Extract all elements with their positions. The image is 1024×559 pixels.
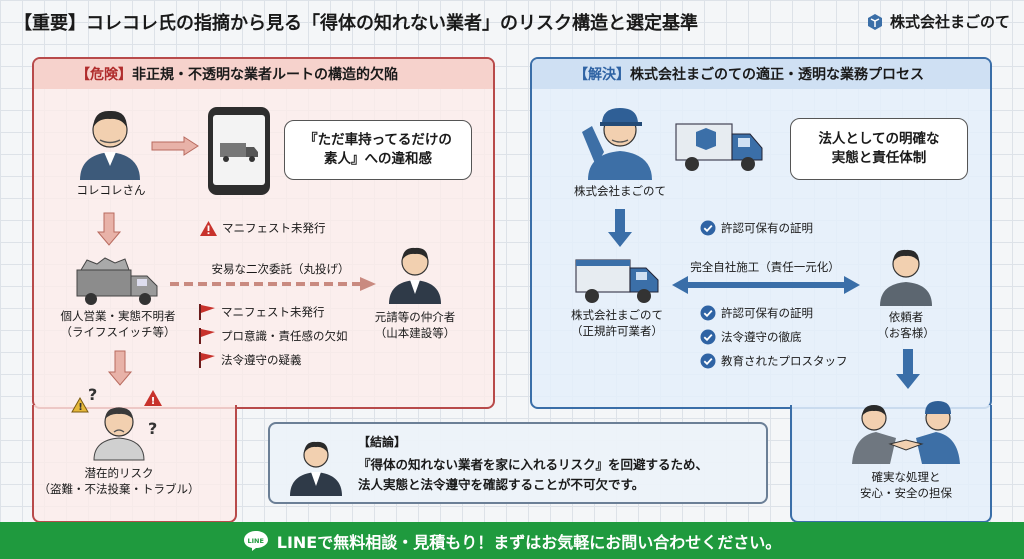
client-label: 依頼者 （お客様） (860, 310, 952, 341)
conclusion-line-1: 『得体の知れない業者を家に入れるリスク』を回避するため、 (358, 457, 709, 472)
company-brand[interactable]: 株式会社まごのて (866, 11, 1010, 32)
junk-truck-icon (76, 257, 158, 305)
badge-check-icon (700, 353, 716, 369)
broker-person-icon (389, 247, 441, 304)
latent-risk-line-2: （盗難・不法投棄・トラブル） (38, 481, 200, 496)
badge-check-icon (700, 305, 716, 321)
svg-text:!: ! (151, 396, 156, 407)
red-flag-icon (199, 304, 215, 320)
solution-panel-heading: 【解決】 株式会社まごのての適正・透明な業務プロセス (532, 59, 990, 89)
advisor-person-icon (290, 441, 342, 496)
result-line-2: 安心・安全の担保 (860, 485, 952, 500)
line-cta-banner[interactable]: LINE LINEで無料相談・見積もり！まずはお気軽にお問い合わせください。 (0, 522, 1024, 559)
flag-item-3-text: 法令遵守の疑義 (221, 352, 302, 367)
licensed-company-label: 株式会社まごのて （正規許可業者） (556, 308, 678, 339)
warning-icon (200, 220, 217, 236)
danger-panel-extension (32, 405, 237, 523)
line-cta-text: LINEで無料相談・見積もり！まずはお気軽にお問い合わせください。 (276, 532, 782, 552)
result-line-1: 確実な処理と (871, 470, 941, 484)
arrow-down-right-1 (608, 209, 632, 247)
solution-tag: 【解決】 (574, 67, 630, 83)
flag-item-1-text: マニフェスト未発行 (221, 304, 325, 319)
result-label: 確実な処理と 安心・安全の担保 (846, 470, 966, 501)
page-title: 【重要】コレコレ氏の指摘から見る「得体の知れない業者」のリスク構造と選定基準 (14, 13, 698, 34)
svg-text:?: ? (88, 385, 97, 404)
doubt-line-2: 素人』への違和感 (323, 151, 432, 167)
broker-label: 元請等の仲介者 （山本建設等） (356, 310, 474, 341)
two-way-arrow (672, 276, 860, 294)
line-chat-icon: LINE (243, 530, 268, 551)
licensed-company-line-2: （正規許可業者） (571, 323, 663, 338)
flag-item-2-text: プロ意識・責任感の欠如 (221, 328, 348, 343)
license-check-top: 許認可保有の証明 (700, 220, 813, 236)
sole-operator-line-1: 個人営業・実態不明者 (60, 309, 176, 323)
sole-operator-label: 個人営業・実態不明者 （ライフスイッチ等） (50, 309, 186, 340)
line-icon-text: LINE (247, 537, 263, 545)
check-item-3-text: 教育されたプロスタッフ (721, 354, 848, 368)
arrow-down-right-2 (896, 349, 920, 389)
korekore-label: コレコレさん (76, 183, 146, 197)
saluting-worker-icon (582, 108, 652, 180)
red-flag-icon (199, 328, 215, 344)
manifest-warning: マニフェスト未発行 (200, 220, 326, 236)
check-item-2: 法令遵守の徹底 (700, 329, 802, 345)
corporate-line-1: 法人としての明確な (818, 131, 940, 148)
korekore-person-icon (80, 110, 140, 180)
check-item-1-text: 許認可保有の証明 (721, 306, 813, 320)
licensed-company-line-1: 株式会社まごのて (571, 308, 663, 322)
danger-tag: 【危険】 (76, 67, 132, 83)
handshake-icon (852, 401, 960, 464)
smartphone-icon (208, 107, 270, 195)
red-flag-icon (199, 352, 215, 368)
worried-person-icon: ! ! ? ? (71, 385, 162, 461)
corporate-line-2: 実態と責任体制 (831, 150, 927, 166)
latent-risk-label: 潜在的リスク （盗難・不法投棄・トラブル） (36, 466, 202, 497)
conclusion-box: 【結論】 『得体の知れない業者を家に入れるリスク』を回避するため、 法人実態と法… (268, 422, 768, 504)
arrow-down-left-2 (107, 350, 133, 386)
client-person-icon (880, 249, 932, 306)
license-check-top-text: 許認可保有の証明 (721, 221, 813, 235)
flag-item-3: 法令遵守の疑義 (198, 351, 302, 368)
svg-text:!: ! (78, 402, 83, 413)
corporate-speech-bubble: 法人としての明確な実態と責任体制 (790, 118, 968, 180)
broker-line-2: （山本建設等） (374, 325, 456, 340)
client-line-1: 依頼者 (888, 310, 924, 324)
in-house-flow-label: 完全自社施工（責任一元化） (690, 260, 840, 274)
arrow-down-left-1 (96, 212, 122, 246)
subcontract-dashed-arrow (170, 277, 376, 291)
doubt-line-1: 『ただ車持ってるだけの (304, 132, 452, 149)
client-line-2: （お客様） (877, 325, 935, 340)
broker-line-1: 元請等の仲介者 (374, 310, 456, 324)
sole-operator-line-2: （ライフスイッチ等） (60, 324, 176, 339)
company-name: 株式会社まごのて (889, 13, 1010, 31)
check-item-1: 許認可保有の証明 (700, 305, 813, 321)
solution-heading: 株式会社まごのての適正・透明な業務プロセス (630, 67, 924, 83)
danger-heading: 非正規・不透明な業者ルートの構造的欠陥 (132, 67, 398, 83)
doubt-speech-bubble: 『ただ車持ってるだけの素人』への違和感 (284, 120, 472, 180)
company-truck-icon (675, 123, 763, 171)
badge-check-icon (700, 220, 716, 236)
manifest-warning-text: マニフェスト未発行 (222, 221, 326, 235)
latent-risk-line-1: 潜在的リスク (84, 466, 154, 480)
flag-item-1: マニフェスト未発行 (198, 303, 325, 320)
check-item-2-text: 法令遵守の徹底 (721, 330, 802, 344)
conclusion-heading: 【結論】 (358, 435, 407, 449)
check-item-3: 教育されたプロスタッフ (700, 353, 848, 369)
company-logo-icon (867, 13, 882, 30)
licensed-truck-icon (575, 259, 659, 303)
magonote-worker-label: 株式会社まごのて (574, 184, 666, 198)
badge-check-icon (700, 329, 716, 345)
conclusion-line-2: 法人実態と法令遵守を確認することが不可欠です。 (358, 477, 645, 492)
svg-text:?: ? (148, 419, 157, 438)
subcontract-label: 安易な二次委託（丸投げ） (211, 262, 350, 276)
arrow-to-phone (151, 136, 199, 156)
flag-item-2: プロ意識・責任感の欠如 (198, 327, 348, 344)
danger-panel-heading: 【危険】 非正規・不透明な業者ルートの構造的欠陥 (34, 59, 493, 89)
